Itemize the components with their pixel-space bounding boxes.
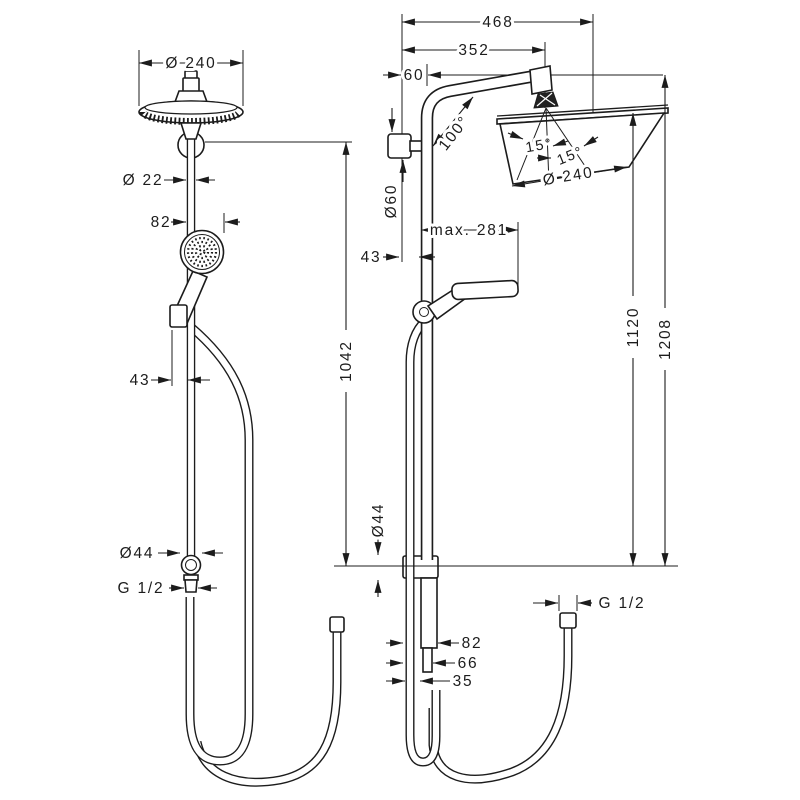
supply-outlet — [420, 577, 438, 649]
supply-fitting-front — [180, 554, 202, 593]
dim-label-total-height: 1208 — [657, 318, 674, 360]
handshower-side — [412, 279, 519, 324]
dim-bar-height: 1042 — [335, 141, 358, 567]
supply-escutcheon — [180, 554, 202, 576]
dim-label-holder-offset-front: 43 — [130, 372, 151, 389]
dim-width-35: 35 — [386, 670, 475, 693]
dim-supply-diameter-side: Ø44 — [367, 500, 390, 597]
dim-max-reach: max. 281 — [420, 219, 519, 242]
dim-width-66: 66 — [386, 652, 480, 675]
dim-wall-gap: 43 — [358, 246, 435, 269]
dim-label-pipe-diameter: Ø 22 — [123, 172, 164, 189]
dim-center-width: 352 — [401, 39, 546, 62]
dim-pipe-diameter: Ø 22 — [120, 169, 215, 192]
dim-label-max-reach: max. 281 — [430, 222, 508, 239]
dim-label-head-height: 1120 — [625, 307, 642, 348]
dim-wall-offset: 60 — [383, 64, 426, 87]
dim-label-width-82: 82 — [462, 635, 483, 652]
handshower-head-side — [451, 279, 519, 301]
front-view: Ø 240 Ø 22 82 43 Ø44 G 1/2 — [115, 50, 358, 787]
dim-total-height: 1208 — [654, 74, 677, 567]
hose-end-connector — [329, 616, 345, 633]
dim-handshower-offset: 82 — [148, 211, 240, 234]
dim-label-handshower-offset: 82 — [151, 214, 172, 231]
dim-label-bar-height: 1042 — [338, 340, 355, 382]
dim-label-width-66: 66 — [458, 655, 479, 672]
head-plate — [496, 107, 669, 125]
shower-hose-side — [405, 317, 577, 784]
handshower-front — [169, 229, 225, 328]
dim-label-width-35: 35 — [453, 673, 474, 690]
bracket-escutcheon — [387, 133, 412, 159]
dim-label-thread-front: G 1/2 — [118, 580, 165, 597]
riser-pipe-side — [420, 69, 537, 560]
dim-label-supply-diameter-side: Ø44 — [370, 503, 387, 538]
dim-holder-offset-front: 43 — [127, 369, 210, 392]
dim-label-escutcheon-diameter: Ø60 — [383, 184, 400, 219]
dim-head-diameter-front: Ø 240 — [138, 52, 244, 75]
dim-arm-angle: 100° — [432, 96, 476, 157]
dim-label-center-width: 352 — [458, 42, 489, 59]
dim-label-wall-gap: 43 — [361, 249, 382, 266]
dim-label-arm-angle: 100° — [436, 113, 474, 154]
spray-nozzle-ring — [139, 110, 243, 125]
dim-label-wall-offset: 60 — [404, 67, 425, 84]
dim-thread-side: G 1/2 — [533, 592, 647, 615]
tilt-line-right — [545, 107, 590, 173]
shower-hose-front — [185, 323, 345, 787]
overhead-shower-front — [138, 70, 244, 140]
arm-end-block — [529, 65, 553, 95]
slider-holder — [169, 304, 188, 328]
hose-end-connector-side — [559, 612, 577, 629]
dim-escutcheon-diameter: Ø60 — [380, 108, 407, 221]
dim-width-82: 82 — [386, 632, 484, 655]
side-view: 468 352 60 100° 15° 15° Ø 240 — [334, 11, 678, 784]
dim-supply-diameter-front: Ø44 — [117, 542, 223, 565]
supply-nut — [184, 579, 198, 593]
dim-head-height: 1120 — [622, 112, 645, 567]
dim-label-head-diameter-front: Ø 240 — [165, 55, 216, 72]
wall-bracket-side — [387, 133, 424, 159]
dim-thread-front: G 1/2 — [115, 577, 217, 600]
dim-label-supply-diameter-front: Ø44 — [120, 545, 155, 562]
dim-total-width: 468 — [401, 11, 594, 34]
handshower-head — [179, 229, 225, 275]
dim-label-thread-side: G 1/2 — [599, 595, 646, 612]
dim-label-total-width: 468 — [482, 14, 513, 31]
